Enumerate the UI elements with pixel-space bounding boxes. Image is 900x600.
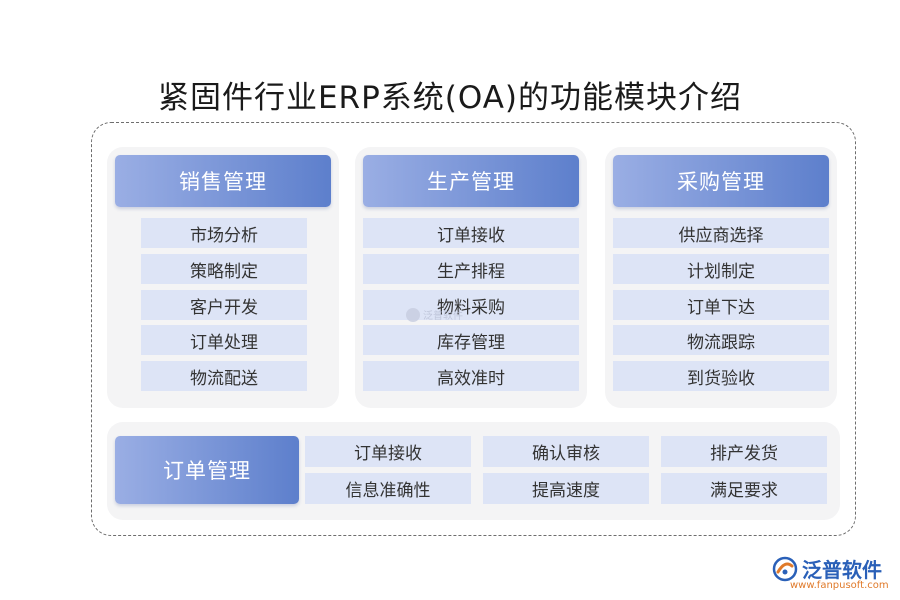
purchase-item: 计划制定 <box>613 254 829 284</box>
page-title: 紧固件行业ERP系统(OA)的功能模块介绍 <box>157 80 743 116</box>
sales-item: 物流配送 <box>141 361 307 391</box>
production-panel: 生产管理 订单接收 生产排程 物料采购 库存管理 高效准时 <box>355 147 587 408</box>
purchase-header: 采购管理 <box>613 155 829 207</box>
order-header: 订单管理 <box>115 436 299 504</box>
watermark-text: 泛普软件 <box>423 311 463 322</box>
fanpu-logo-icon <box>772 556 798 581</box>
brand-url: www.fanpusoft.com <box>790 580 889 591</box>
order-item: 满足要求 <box>661 473 827 504</box>
order-panel: 订单管理 订单接收 确认审核 排产发货 信息准确性 提高速度 满足要求 <box>107 422 840 520</box>
production-item: 高效准时 <box>363 361 579 391</box>
watermark: 泛普软件 <box>406 307 463 322</box>
production-header: 生产管理 <box>363 155 579 207</box>
purchase-item: 物流跟踪 <box>613 325 829 355</box>
order-item: 排产发货 <box>661 436 827 467</box>
sales-item: 客户开发 <box>141 290 307 320</box>
brand-name: 泛普软件 <box>802 558 882 582</box>
sales-item: 策略制定 <box>141 254 307 284</box>
production-item: 库存管理 <box>363 325 579 355</box>
sales-panel: 销售管理 市场分析 策略制定 客户开发 订单处理 物流配送 <box>107 147 339 408</box>
sales-header: 销售管理 <box>115 155 331 207</box>
sales-item: 订单处理 <box>141 325 307 355</box>
order-item: 订单接收 <box>305 436 471 467</box>
purchase-item: 订单下达 <box>613 290 829 320</box>
brand-logo: 泛普软件 <box>772 554 882 583</box>
modules-frame <box>91 122 856 536</box>
production-item: 物料采购 <box>363 290 579 320</box>
production-item: 生产排程 <box>363 254 579 284</box>
watermark-logo-icon <box>406 307 420 322</box>
order-item: 信息准确性 <box>305 473 471 504</box>
purchase-item: 到货验收 <box>613 361 829 391</box>
production-item: 订单接收 <box>363 218 579 248</box>
purchase-item: 供应商选择 <box>613 218 829 248</box>
order-item: 确认审核 <box>483 436 649 467</box>
sales-item: 市场分析 <box>141 218 307 248</box>
purchase-panel: 采购管理 供应商选择 计划制定 订单下达 物流跟踪 到货验收 <box>605 147 837 408</box>
order-item: 提高速度 <box>483 473 649 504</box>
